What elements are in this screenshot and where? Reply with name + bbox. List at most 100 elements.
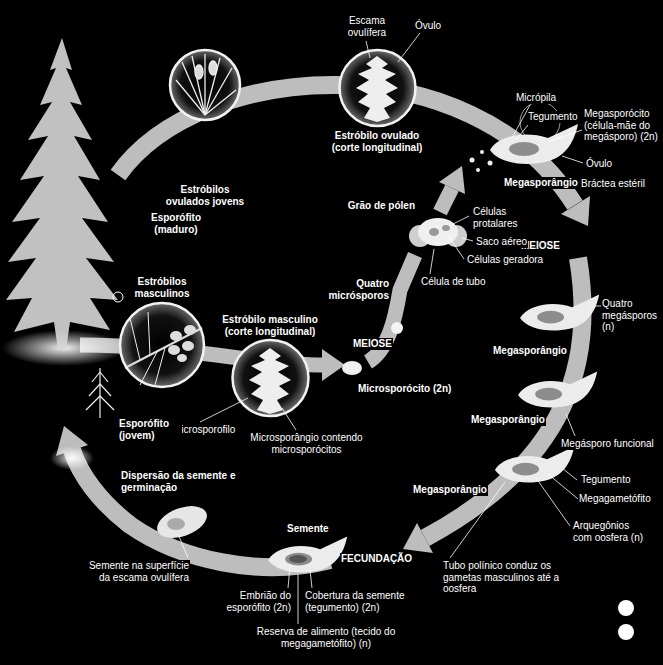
stage-heading: Estróbilo masculino (corte longitudinal) <box>218 314 323 337</box>
part-label: Embrião do esporófito (2n) <box>218 590 292 613</box>
part-label: Quatro megásporos (n) <box>601 298 659 333</box>
part-label: Microsporângio contendo microsporócitos <box>243 432 370 455</box>
part-label: Megásporo funcional <box>560 438 655 450</box>
art-polygon <box>561 196 590 226</box>
microsporocyte <box>342 361 362 375</box>
stage-label: Esporófito (maduro) <box>146 212 206 235</box>
decor-dot <box>618 624 634 640</box>
art-line <box>92 372 100 382</box>
magnifier-circle: Estróbilos ovulados jovens <box>159 47 251 209</box>
art-line <box>516 125 528 140</box>
part-label: Células protalares <box>472 206 534 229</box>
magnifier-circle: Estróbilo masculino (corte longitudinal) <box>215 311 326 419</box>
art-line <box>447 234 464 259</box>
art-line <box>310 570 312 588</box>
stage-label: MEIOSE <box>352 338 393 350</box>
art-line <box>590 306 601 307</box>
stage-label: Megasporângio <box>492 345 568 357</box>
magnifier-ring <box>120 303 204 387</box>
stage-heading: Estróbilos masculinos <box>127 276 197 299</box>
part-label: Saco aéreo <box>475 236 528 248</box>
art-line <box>548 130 582 142</box>
lens-fill <box>232 340 308 416</box>
art-use <box>490 124 578 164</box>
art-line <box>430 249 434 274</box>
magnifier-circle: Estróbilo ovulado (corte longitudinal) <box>327 47 428 155</box>
magnifier-ring <box>232 340 308 416</box>
part-label: Tegumento <box>527 111 578 123</box>
art-line <box>566 414 575 436</box>
art-path <box>440 188 452 212</box>
art-line <box>462 238 473 241</box>
part-label: Semente na superfície da escama ovulífer… <box>76 560 190 583</box>
part-label: Bráctea estéril <box>580 178 646 190</box>
stage-label: Dispersão da semente e germinação <box>120 470 244 493</box>
magnifier-ring <box>339 50 415 126</box>
art-ellipse <box>170 331 182 341</box>
decor-dot <box>618 600 634 616</box>
part-label: Célula de tubo <box>420 276 487 288</box>
part-label: Tubo polínico conduz os gametas masculin… <box>442 560 576 595</box>
art-circle <box>476 168 480 172</box>
art-circle <box>470 158 475 163</box>
part-label: Cobertura da semente (tegumento) (2n) <box>304 590 406 613</box>
part-label: Megagametófito <box>578 493 652 505</box>
lens-fill <box>120 303 204 387</box>
art-circle <box>488 161 493 166</box>
stage-label: Megasporângio <box>412 484 488 496</box>
part-label: Óvulo <box>585 158 613 170</box>
part-label: Reserva de alimento (tecido do megagamet… <box>240 626 412 649</box>
stage-label: Esporófito (jovem) <box>118 418 182 441</box>
art-use <box>249 348 291 414</box>
art-line <box>205 90 236 115</box>
art-line <box>288 566 290 588</box>
cycle-arrowheads <box>56 196 590 553</box>
art-ellipse <box>209 61 217 75</box>
stage-label: Grão de pólen <box>338 200 416 212</box>
art-line <box>449 216 469 226</box>
art-line <box>182 62 205 115</box>
art-ellipse <box>177 354 187 362</box>
magnifier-ring <box>170 50 240 120</box>
stage-label: Megasporângio <box>503 177 579 189</box>
stage-label: Microsporócito (2n) <box>357 383 452 395</box>
glow <box>50 446 94 470</box>
art-ellipse <box>429 228 439 236</box>
art-line <box>548 474 578 499</box>
art-line <box>536 478 570 526</box>
pollen-grain <box>409 218 467 247</box>
art-line <box>100 384 111 396</box>
leader-lines <box>178 33 601 624</box>
art-ellipse <box>195 65 203 79</box>
seed <box>167 518 185 530</box>
microspores <box>391 322 403 334</box>
art-use <box>518 372 597 408</box>
part-label: Óvulo <box>414 20 442 32</box>
art-ellipse <box>168 345 180 355</box>
male-cones <box>125 312 202 385</box>
small-lens <box>113 292 123 302</box>
seed-on-scale <box>153 500 211 544</box>
art-use <box>356 56 398 122</box>
stage-label: Semente <box>286 523 330 535</box>
art-use <box>495 447 574 483</box>
lens-fill <box>170 50 240 120</box>
part-label: Micrópila <box>515 92 557 104</box>
cycle-band <box>72 85 583 567</box>
art-g <box>130 312 165 385</box>
art-circle <box>480 150 484 154</box>
art-use <box>520 295 599 331</box>
art-polygon <box>439 166 465 194</box>
art-line <box>100 372 108 382</box>
art-line <box>562 468 577 480</box>
art-line <box>155 348 165 385</box>
stage-heading: Estróbilos ovulados jovens <box>162 184 248 207</box>
art-line <box>205 68 232 115</box>
young-cones <box>176 54 236 115</box>
art-line <box>99 368 100 418</box>
art-line <box>100 396 114 410</box>
art-line <box>89 384 100 396</box>
art-line <box>130 318 140 360</box>
part-label: Tegumento <box>580 474 631 486</box>
